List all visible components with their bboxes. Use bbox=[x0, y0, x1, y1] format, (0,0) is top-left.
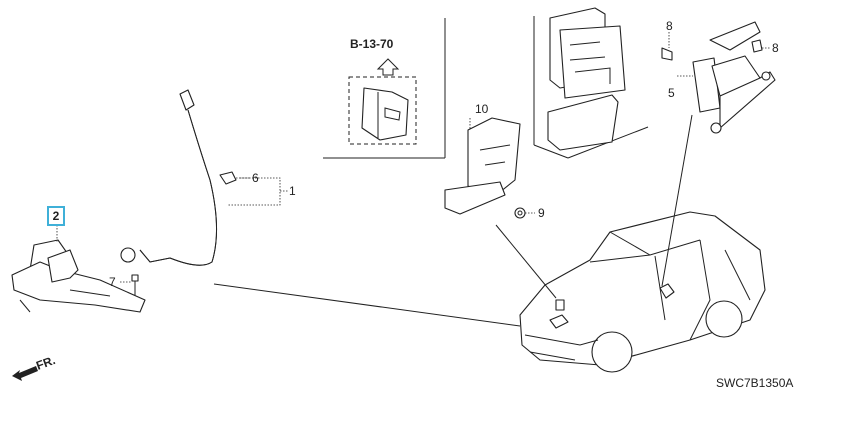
up-arrow-icon bbox=[376, 58, 400, 76]
control-unit-ref-part bbox=[361, 87, 409, 141]
callout-8a[interactable]: 8 bbox=[666, 19, 673, 33]
nut-icon bbox=[751, 39, 763, 53]
callout-7[interactable]: 7 bbox=[109, 275, 116, 289]
relay-part-10 bbox=[444, 117, 521, 215]
callout-8b[interactable]: 8 bbox=[772, 41, 779, 55]
callout-6[interactable]: 6 bbox=[252, 171, 259, 185]
grommet-9 bbox=[514, 207, 526, 219]
front-direction-indicator: FR. bbox=[12, 353, 57, 381]
leveling-sensor-part bbox=[661, 21, 776, 134]
front-label: FR. bbox=[34, 353, 57, 373]
control-unit-inset bbox=[533, 7, 649, 159]
front-arrow-icon bbox=[12, 366, 38, 381]
leader-lines bbox=[56, 32, 770, 327]
wire-harness-part bbox=[120, 89, 237, 266]
callout-1[interactable]: 1 bbox=[289, 184, 296, 198]
diagram-code: SWC7B1350A bbox=[716, 376, 793, 390]
callout-10[interactable]: 10 bbox=[475, 102, 489, 116]
callout-2-highlighted[interactable]: 2 bbox=[47, 206, 65, 226]
vehicle-illustration bbox=[519, 211, 766, 373]
callout-5[interactable]: 5 bbox=[668, 86, 675, 100]
bolt-icon bbox=[661, 47, 673, 61]
reference-label[interactable]: B-13-70 bbox=[350, 37, 394, 51]
callout-9[interactable]: 9 bbox=[538, 206, 545, 220]
reference-inset: B-13-70 bbox=[323, 18, 446, 159]
bolt-7 bbox=[131, 274, 139, 296]
height-sensor-part-2 bbox=[11, 239, 146, 313]
